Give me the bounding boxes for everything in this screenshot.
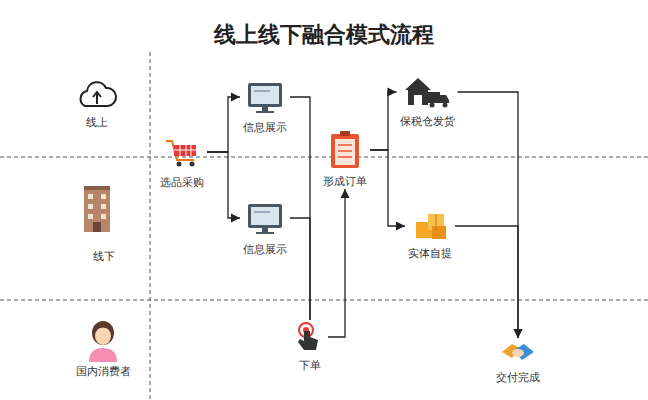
- cart-icon: [166, 141, 196, 167]
- handshake-icon: [502, 344, 534, 360]
- flow-connector: [207, 97, 240, 152]
- flow-step: 下单: [292, 320, 328, 373]
- step-label: 保税仓发货: [400, 115, 455, 129]
- flow-connector: [207, 152, 240, 218]
- step-label: 下单: [299, 359, 321, 373]
- flow-connector: [458, 92, 519, 338]
- flow-connector: [290, 97, 310, 320]
- flow-connector: [455, 226, 518, 338]
- order-icon: [331, 131, 359, 168]
- flow-connector: [328, 189, 345, 337]
- step-label: 信息展示: [243, 121, 287, 135]
- diagram-title: 线上线下融合模式流程: [214, 20, 434, 50]
- step-label: 选品采购: [160, 176, 204, 190]
- warehouse-icon: [405, 78, 449, 108]
- flow-step: 信息展示: [240, 82, 290, 135]
- flow-step: 选品采购: [157, 135, 207, 190]
- monitor-icon: [248, 204, 282, 234]
- cloud-icon: [81, 82, 116, 106]
- flow-step: 信息展示: [240, 202, 290, 257]
- lane-label: 国内消费者: [76, 365, 131, 379]
- hand-icon: [298, 323, 318, 350]
- flow-step: 保税仓发货: [397, 76, 458, 129]
- building-icon: [84, 186, 110, 232]
- flow-connector: [370, 92, 397, 150]
- lane-divider: [0, 52, 648, 400]
- flow-connector: [290, 218, 310, 320]
- person-icon: [89, 321, 117, 362]
- lane-label: 线上: [86, 116, 108, 130]
- step-label: 信息展示: [243, 243, 287, 257]
- step-label: 形成订单: [323, 175, 367, 189]
- flow-step: 形成订单: [320, 131, 370, 189]
- flow-connector: [370, 150, 405, 226]
- step-label: 实体自提: [408, 247, 452, 261]
- step-label: 交付完成: [496, 371, 540, 385]
- monitor-icon: [248, 83, 282, 113]
- flow-step: 交付完成: [493, 338, 543, 385]
- lane-label: 线下: [93, 250, 115, 264]
- boxes-icon: [416, 214, 446, 239]
- flow-step: 实体自提: [405, 212, 455, 261]
